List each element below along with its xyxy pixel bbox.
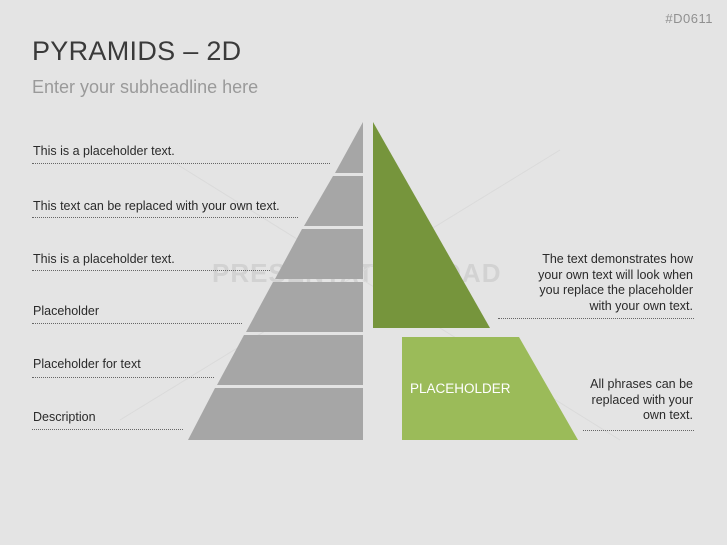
dotted-line (32, 217, 298, 218)
left-label-1: This is a placeholder text. (33, 144, 175, 158)
pyramid-level-5 (217, 335, 363, 385)
dotted-line (498, 318, 694, 319)
slide-subtitle: Enter your subheadline here (32, 77, 259, 97)
pyramid-level-6 (188, 388, 363, 440)
pyramid-green-trapezoid (402, 337, 578, 440)
left-label-6: Description (33, 410, 96, 424)
dotted-line (32, 429, 183, 430)
left-label-3: This is a placeholder text. (33, 252, 175, 266)
left-label-2: This text can be replaced with your own … (33, 199, 280, 213)
dotted-line (32, 323, 242, 324)
right-text-1: The text demonstrates how your own text … (538, 252, 693, 313)
left-label-5: Placeholder for text (33, 357, 141, 371)
right-text-2: All phrases can be replaced with your ow… (590, 377, 693, 422)
dotted-line (583, 430, 694, 431)
left-label-4: Placeholder (33, 304, 100, 318)
dotted-line (32, 270, 270, 271)
trapezoid-label: PLACEHOLDER (410, 381, 511, 396)
dotted-line (32, 163, 330, 164)
slide-title: PYRAMIDS – 2D (32, 36, 242, 66)
pyramid-level-4 (246, 282, 363, 332)
slide-code: #D0611 (665, 11, 713, 26)
pyramid-green-triangle (373, 122, 490, 328)
pyramid-level-2 (304, 176, 363, 226)
pyramid-level-3 (275, 229, 363, 279)
dotted-line (32, 377, 214, 378)
pyramid-level-1 (335, 122, 363, 173)
